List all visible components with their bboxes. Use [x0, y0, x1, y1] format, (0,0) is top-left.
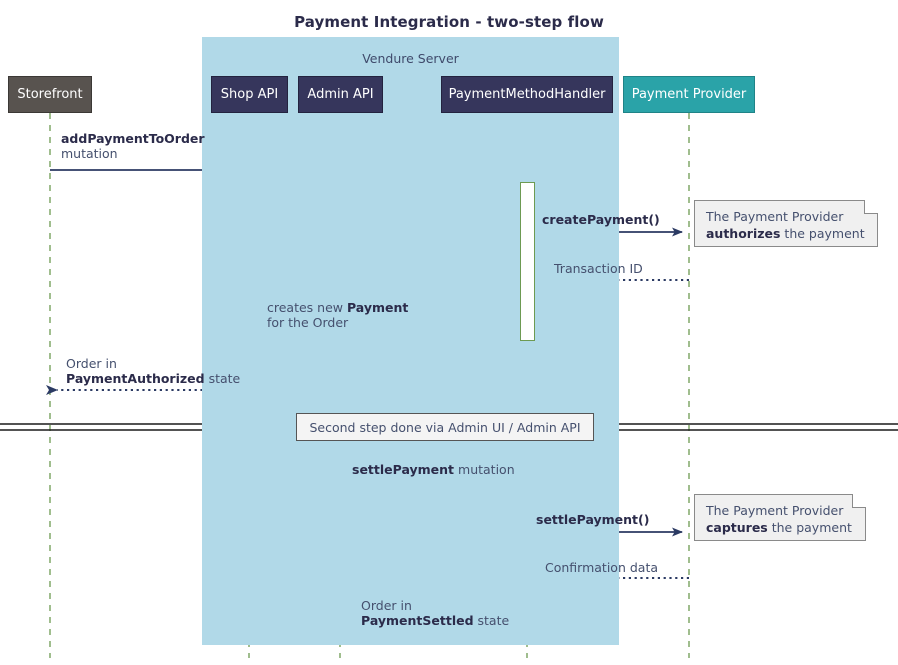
note-captures-plain: the payment [767, 520, 852, 535]
message-label-add-payment-to-order-plain: mutation [61, 146, 118, 161]
settle-payment-call-bold: settlePayment() [536, 512, 650, 527]
divider-label-box: Second step done via Admin UI / Admin AP… [296, 413, 594, 441]
note-authorizes-line2: authorizes the payment [706, 225, 867, 242]
message-label-add-payment-to-order-bold: addPaymentToOrder [61, 131, 205, 146]
participant-admin-api[interactable]: Admin API [298, 76, 383, 113]
note-captures-line1: The Payment Provider [706, 503, 844, 518]
note-authorizes-line1: The Payment Provider [706, 209, 844, 224]
message-label-order-payment-authorized: Order in PaymentAuthorized state [66, 356, 240, 386]
participant-payment-provider[interactable]: Payment Provider [623, 76, 755, 113]
note-captures-line2: captures the payment [706, 519, 855, 536]
confirmation-data-plain: Confirmation data [545, 560, 659, 575]
creates-new-payment-line1-plain: creates new [267, 300, 347, 315]
message-label-transaction-id-plain: Transaction ID [554, 261, 643, 276]
note-fold-corner-icon [864, 200, 878, 214]
creates-new-payment-line1-bold: Payment [346, 300, 409, 315]
group-label-vendure-server: Vendure Server [362, 51, 459, 66]
note-authorizes-plain: the payment [780, 226, 865, 241]
settle-payment-mutation-bold: settlePayment [352, 462, 455, 477]
message-label-create-payment: createPayment() [542, 212, 660, 227]
message-label-order-payment-settled: Order in PaymentSettled state [361, 598, 509, 628]
message-label-settle-payment-call: settlePayment() [536, 512, 649, 527]
note-authorizes-bold: authorizes [706, 226, 781, 241]
message-label-creates-new-payment: creates new Payment for the Order [267, 300, 408, 330]
note-fold-corner-icon-2 [852, 494, 866, 508]
activation-bar-payment-method-handler [520, 182, 535, 341]
participant-payment-method-handler[interactable]: PaymentMethodHandler [441, 76, 613, 113]
participant-label-payment-method-handler: PaymentMethodHandler [448, 87, 606, 102]
participant-shop-api[interactable]: Shop API [211, 76, 288, 113]
page-title: Payment Integration - two-step flow [294, 13, 604, 31]
order-payment-authorized-line2-plain: state [204, 371, 241, 386]
order-payment-settled-line2-plain: state [473, 613, 510, 628]
note-captures: The Payment Provider captures the paymen… [694, 494, 866, 541]
group-box-vendure-server [202, 37, 619, 645]
participant-storefront[interactable]: Storefront [8, 76, 92, 113]
settle-payment-mutation-plain: mutation [454, 462, 515, 477]
note-captures-bold: captures [706, 520, 768, 535]
divider-label: Second step done via Admin UI / Admin AP… [309, 419, 581, 435]
message-label-transaction-id: Transaction ID [554, 261, 643, 276]
message-label-create-payment-bold: createPayment() [542, 212, 660, 227]
order-payment-settled-line1: Order in [361, 598, 412, 613]
order-payment-authorized-bold: PaymentAuthorized [66, 371, 205, 386]
message-label-settle-payment-mutation: settlePayment mutation [352, 462, 515, 477]
message-label-add-payment-to-order: addPaymentToOrder mutation [61, 131, 205, 161]
message-label-confirmation-data: Confirmation data [545, 560, 658, 575]
participant-label-shop-api: Shop API [220, 87, 279, 102]
participant-label-payment-provider: Payment Provider [631, 87, 747, 102]
order-payment-settled-bold: PaymentSettled [361, 613, 474, 628]
participant-label-storefront: Storefront [17, 87, 83, 102]
creates-new-payment-line2-plain: for the Order [267, 315, 349, 330]
order-payment-authorized-line1: Order in [66, 356, 117, 371]
participant-label-admin-api: Admin API [307, 87, 374, 102]
note-authorizes: The Payment Provider authorizes the paym… [694, 200, 878, 247]
